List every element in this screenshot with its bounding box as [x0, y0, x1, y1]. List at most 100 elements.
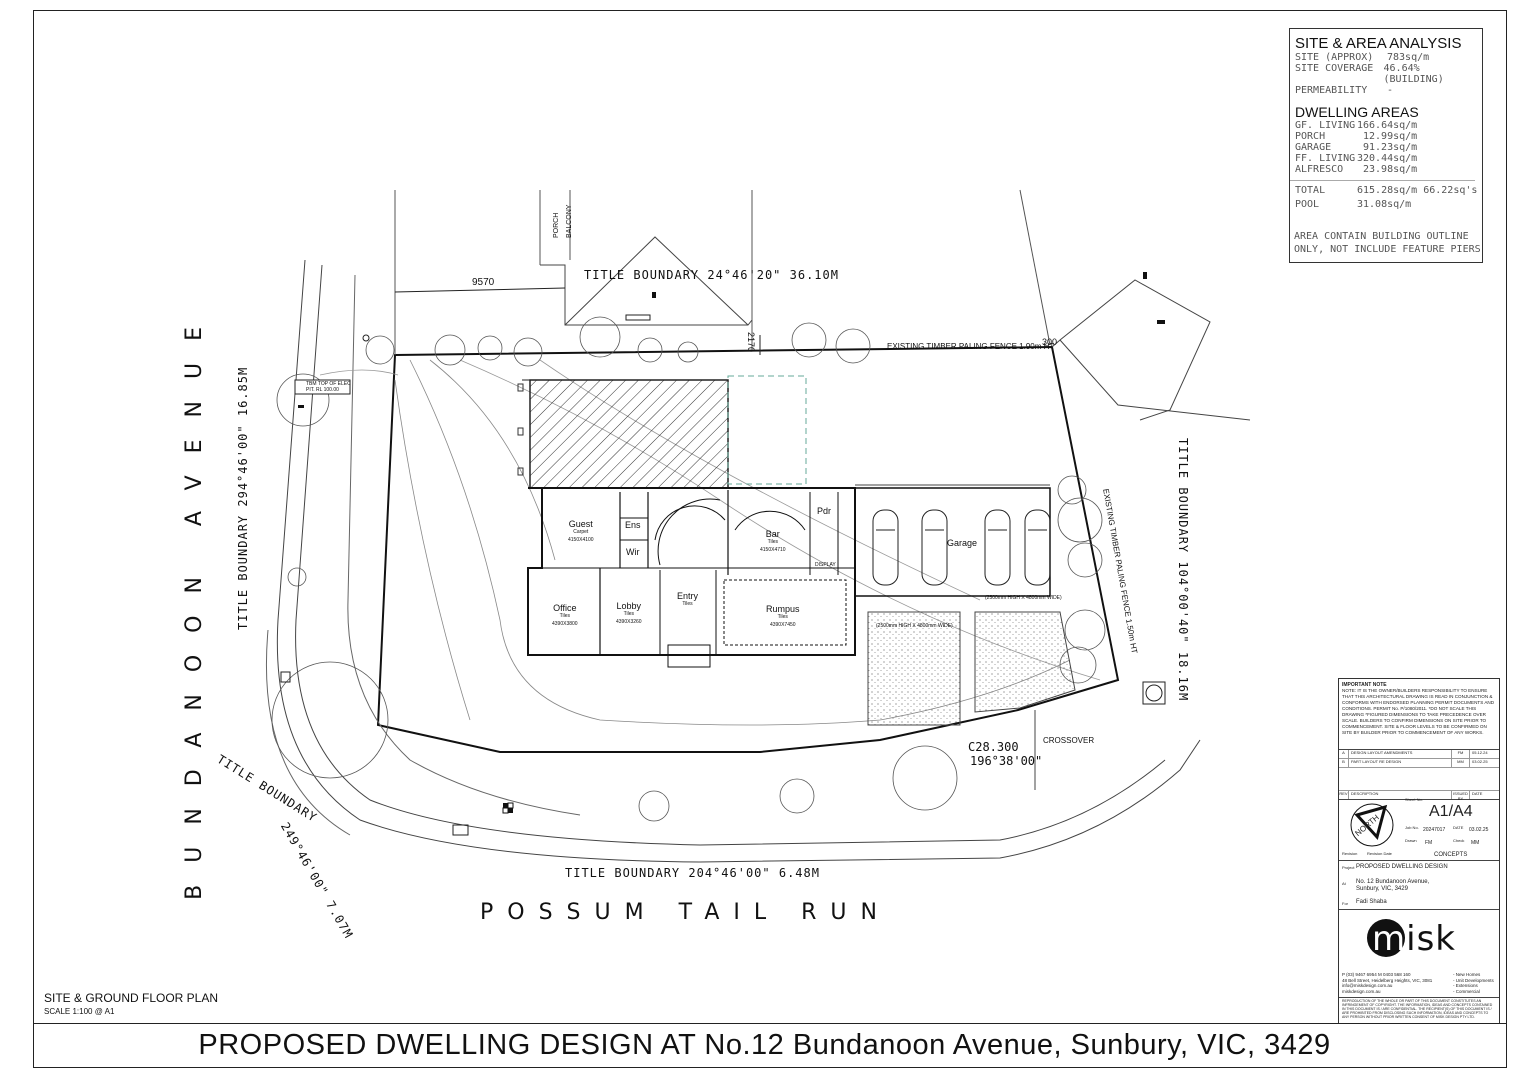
street-name-bundanoon: BUNDANOON AVENUE	[182, 305, 207, 900]
service-item: - Extensions	[1453, 983, 1478, 988]
dwelling-row: ALFRESCO 23.98sq/m	[1295, 164, 1482, 175]
road-edge-outer	[276, 259, 1201, 863]
site-row: PERMEABILITY-	[1295, 85, 1482, 96]
plan-title: SITE & GROUND FLOOR PLAN	[44, 991, 219, 1005]
check-value: MM	[1471, 840, 1480, 846]
site-row-key: SITE COVERAGE	[1295, 63, 1374, 74]
revision-header-date: DATE	[1472, 791, 1483, 796]
site-row-key: PERMEABILITY	[1295, 85, 1368, 96]
job-number: 20247017	[1423, 827, 1446, 833]
fence-north-label: EXISTING TIMBER PALING FENCE 1.90m HT	[887, 342, 1055, 351]
site-row-value: 783sq/m	[1387, 52, 1430, 63]
road-edge-mid	[295, 264, 1166, 846]
room-name: Lobby	[616, 601, 642, 611]
trees	[271, 316, 1106, 822]
room-bar: Bar Tiles 4150X4710	[760, 530, 786, 554]
dwelling-row: PORCH 12.99sq/m	[1295, 131, 1482, 142]
revision-desc: PART LAYOUT RE DESIGN	[1349, 759, 1452, 767]
curve-label: C28.300	[968, 740, 1019, 754]
boundary-west-label: TITLE BOUNDARY 294°46'00" 16.85M	[236, 366, 250, 630]
tbm-line-1: TBM TOP OF ELEC	[306, 381, 351, 387]
room-lobby: Lobby Tiles 4390X3260	[616, 602, 642, 626]
contact-line-4: miskdesign.com.au	[1342, 988, 1381, 994]
revision-row: B PART LAYOUT RE DESIGN MM 03.02.25	[1339, 759, 1499, 768]
important-note-text: NOTE: IT IS THE OWNER/BUILDERS RESPONSIB…	[1342, 688, 1495, 735]
tbm-line-2: PIT. RL 100.00	[306, 387, 339, 393]
drawn-label: Drawn	[1405, 838, 1417, 843]
site-area-title: SITE & AREA ANALYSIS	[1295, 35, 1462, 52]
dwelling-row-value: 166.64sq/m	[1357, 120, 1418, 131]
project-value: PROPOSED DWELLING DESIGN	[1356, 864, 1448, 870]
room-finish: Tiles	[623, 611, 634, 617]
main-title-bar	[33, 1023, 1507, 1068]
date-value: 03.02.25	[1469, 827, 1489, 833]
revision-header: REV DESCRIPTION ISSUED BY DATE	[1339, 791, 1499, 801]
footpath-line	[265, 629, 351, 836]
contact-line-1: P (03) 9467 6954 M 0403 568 160	[1342, 972, 1411, 977]
contact-line-2: 48 Bell Street, Heidelberg Heights, VIC,…	[1342, 977, 1433, 983]
dwelling-row-value: 23.98sq/m	[1363, 164, 1418, 175]
room-finish: Carpet	[573, 529, 589, 535]
dwelling-row-value: 91.23sq/m	[1363, 142, 1418, 153]
contact-block: P (03) 9467 6954 M 0403 568 160 48 Bell …	[1342, 972, 1432, 994]
sheet-number: A1/A4	[1429, 803, 1473, 820]
logo-rest: isk	[1406, 919, 1456, 959]
dwelling-row-key: PORCH	[1295, 131, 1326, 142]
site-area-analysis-panel: SITE & AREA ANALYSIS SITE (APPROX) 783sq/…	[1289, 28, 1483, 263]
balcony-label: BALCONY	[566, 204, 573, 238]
gap-dimension: 2170	[746, 332, 756, 353]
room-office: Office Tiles 4390X3800	[552, 604, 578, 628]
revisions-table: A DESIGN LAYOUT AMENDMENTS FM 05.12.24 B…	[1339, 749, 1499, 801]
site-row: SITE COVERAGE 46.64% (BUILDING)	[1295, 63, 1482, 85]
porch-label: PORCH	[553, 212, 560, 238]
divider	[1339, 909, 1499, 910]
project-label: Project	[1342, 865, 1355, 870]
room-ens: Ens	[625, 520, 641, 530]
room-size: 4390X3260	[616, 619, 642, 625]
main-title: PROPOSED DWELLING DESIGN AT No.12 Bundan…	[198, 1029, 1331, 1061]
stage-label: CONCEPTS	[1434, 852, 1468, 858]
room-name: Rumpus	[766, 604, 800, 614]
cars	[872, 509, 1051, 586]
logo-circle	[1367, 919, 1405, 957]
sheet-label: Sheet No.	[1405, 797, 1423, 802]
setback-dimension: 9570	[472, 277, 495, 288]
revision-desc: DESIGN LAYOUT AMENDMENTS	[1349, 750, 1452, 758]
room-finish: Tiles	[777, 614, 788, 620]
address-line-1: No. 12 Bundanoon Avenue,	[1356, 879, 1430, 885]
room-name: Entry	[677, 591, 699, 601]
services-list: - New Homes - Unit Developments - Extens…	[1453, 972, 1494, 994]
dwelling-row-key: ALFRESCO	[1295, 164, 1344, 175]
boundary-south-label: TITLE BOUNDARY 204°46'00" 6.48M	[565, 866, 820, 880]
dwelling-row-value: 12.99sq/m	[1363, 131, 1418, 142]
plan-scale: SCALE 1:100 @ A1	[44, 1007, 115, 1016]
revision-rev: A	[1339, 750, 1349, 758]
upper-floor-hatch	[529, 379, 729, 489]
address-line-2: Sunbury, VIC, 3429	[1356, 886, 1408, 892]
room-rumpus: Rumpus Tiles 4390X7450	[766, 605, 800, 629]
revision-by: MM	[1452, 759, 1470, 767]
room-garage: Garage	[947, 538, 978, 548]
room-guest: Guest Carpet 4150X4100	[568, 520, 594, 544]
room-size: 4150X4710	[760, 547, 786, 553]
boundary-east-label: TITLE BOUNDARY 104°00'40" 18.16M	[1176, 438, 1190, 702]
dwelling-row-key: GF. LIVING	[1295, 120, 1356, 131]
dwelling-row-key: GARAGE	[1295, 142, 1332, 153]
opening-label-b: (2500mm HIGH X 4800mm WIDE)	[876, 623, 953, 629]
total-key: TOTAL	[1295, 185, 1326, 196]
important-note-title: IMPORTANT NOTE	[1342, 682, 1387, 688]
area-note-line-1: AREA CONTAIN BUILDING OUTLINE	[1294, 231, 1469, 242]
site-row-key: SITE (APPROX)	[1295, 52, 1374, 63]
site-row-value: 46.64% (BUILDING)	[1383, 63, 1444, 85]
site-boundary	[376, 345, 1120, 753]
divider	[1339, 860, 1499, 861]
revision-header-by: ISSUED BY	[1452, 791, 1470, 801]
area-note-line-2: ONLY, NOT INCLUDE FEATURE PIERS	[1294, 244, 1481, 255]
revision-label: Revision	[1342, 851, 1358, 856]
revision-date-label: Revision Date	[1367, 851, 1392, 856]
divider	[1290, 180, 1475, 181]
title-block-panel: IMPORTANT NOTE NOTE: IT IS THE OWNER/BUI…	[1338, 678, 1500, 1024]
client-name: Fadi Shaba	[1356, 899, 1387, 905]
